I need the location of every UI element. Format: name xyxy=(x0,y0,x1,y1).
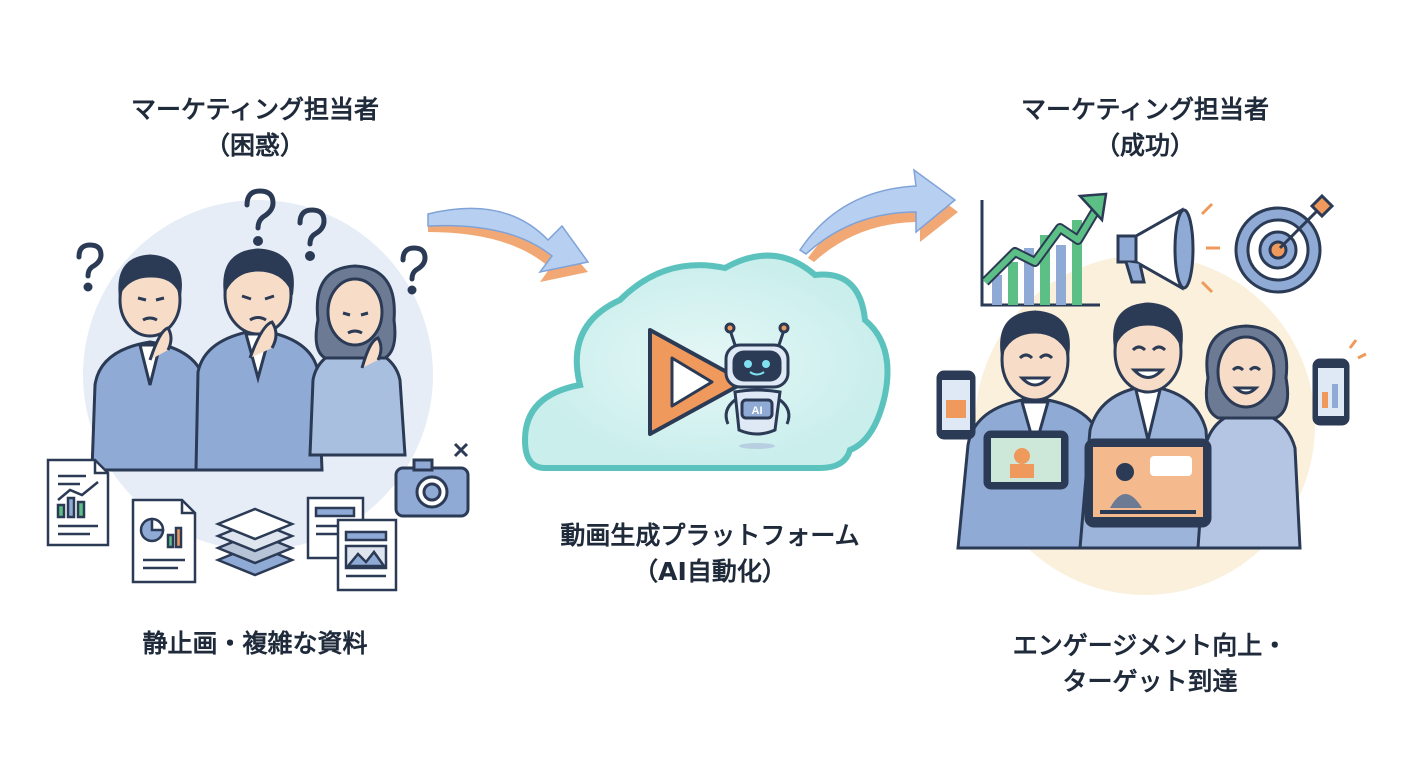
successful-person-right xyxy=(1196,324,1302,550)
right-heading: マーケティング担当者 （成功） xyxy=(990,92,1300,164)
center-heading: 動画生成プラットフォーム （AI自動化） xyxy=(520,518,900,590)
arrow-left-to-center xyxy=(427,207,590,282)
document-image-icon xyxy=(306,496,398,592)
right-group xyxy=(936,192,1367,595)
right-caption: エンゲージメント向上・ ターゲット到達 xyxy=(990,628,1310,700)
document-chart-icon xyxy=(131,498,197,584)
center-subtitle: （AI自動化） xyxy=(633,557,787,586)
left-group xyxy=(46,188,470,592)
tablet-icon xyxy=(1084,438,1212,528)
target-icon xyxy=(1234,193,1335,294)
left-heading: マーケティング担当者 （困惑） xyxy=(100,92,410,164)
camera-icon xyxy=(394,442,470,518)
question-icon xyxy=(76,188,428,295)
tablet-icon xyxy=(983,430,1069,490)
left-title: マーケティング担当者 xyxy=(130,95,379,124)
right-caption-line2: ターゲット到達 xyxy=(1062,667,1238,696)
robot-icon xyxy=(724,322,791,449)
play-icon xyxy=(648,328,747,436)
right-title: マーケティング担当者 xyxy=(1020,95,1269,124)
arrow-center-to-right xyxy=(798,168,958,262)
document-chart-icon xyxy=(46,458,110,547)
megaphone-icon xyxy=(1116,202,1220,294)
left-caption: 静止画・複雑な資料 xyxy=(142,629,368,658)
right-state: （成功） xyxy=(1094,131,1195,160)
robot-badge-label: AI xyxy=(752,405,763,417)
layers-icon xyxy=(214,507,296,577)
center-title: 動画生成プラットフォーム xyxy=(560,521,860,550)
smartphone-icon xyxy=(1312,339,1367,426)
confused-person-right xyxy=(308,264,407,457)
confused-person-middle xyxy=(194,248,324,472)
smartphone-icon xyxy=(936,370,976,440)
growth-chart-icon xyxy=(980,192,1108,307)
left-state: （困惑） xyxy=(204,131,305,160)
right-caption-line1: エンゲージメント向上・ xyxy=(1012,631,1288,660)
